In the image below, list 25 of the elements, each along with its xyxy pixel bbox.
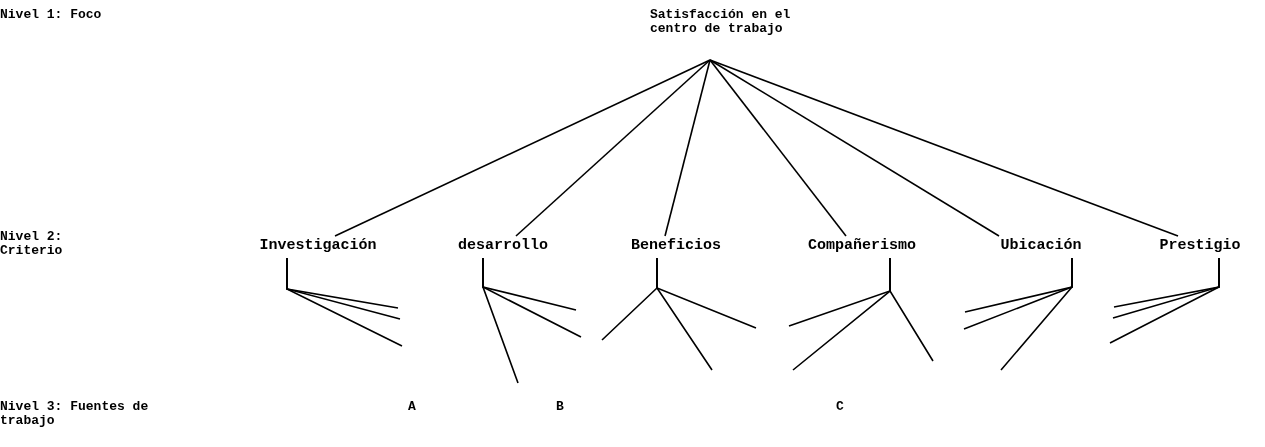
node-label: Ubicación	[1000, 236, 1082, 256]
level-label: Nivel 2: Criterio	[0, 230, 64, 258]
connector-line	[709, 59, 847, 237]
connector-line	[1000, 257, 1073, 371]
connector-line	[656, 257, 757, 329]
connector-line	[515, 59, 711, 237]
connector-line	[1109, 257, 1220, 344]
level-label: A	[408, 400, 417, 414]
node-label: Compañerismo	[808, 236, 916, 256]
connector-line	[664, 59, 711, 237]
connector-line	[709, 59, 1000, 237]
node-label: Satisfacción en el centro de trabajo	[650, 8, 792, 36]
connector-line	[334, 59, 711, 237]
connector-line	[482, 257, 519, 384]
level-label: Nivel 3: Fuentes de trabajo	[0, 400, 150, 428]
node-label: desarrollo	[458, 236, 548, 256]
node-label: Beneficios	[631, 236, 721, 256]
level-label: B	[556, 400, 565, 414]
level-label: Nivel 1: Foco	[0, 8, 103, 22]
node-label: Prestigio	[1159, 236, 1241, 256]
connector-line	[286, 257, 403, 347]
connector-line	[709, 59, 1179, 237]
level-label: C	[836, 400, 845, 414]
connector-line	[889, 257, 934, 362]
node-label: Investigación	[259, 236, 377, 256]
